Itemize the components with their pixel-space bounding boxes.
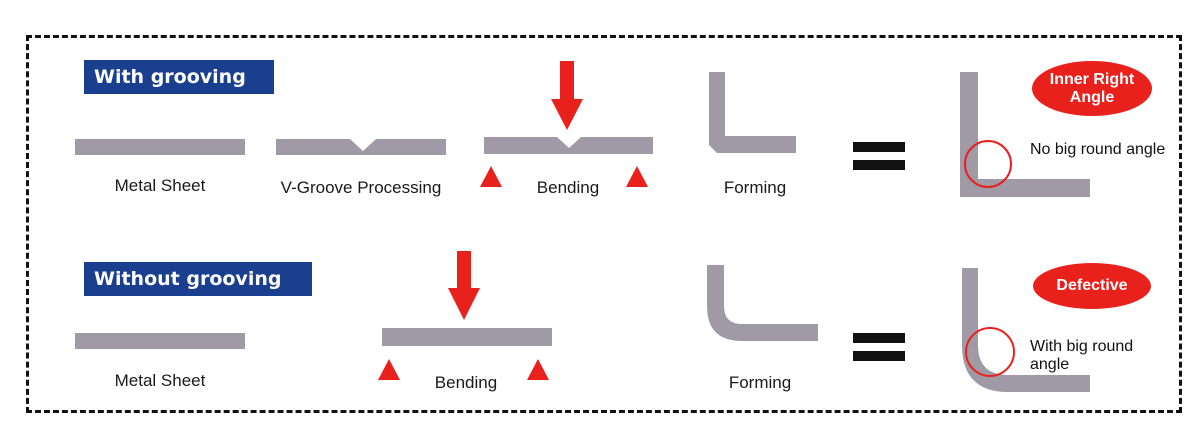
circle-highlight-icon [964,140,1012,188]
bending-label: Bending [536,178,600,197]
equals-icon [853,351,905,361]
support-triangle-icon [527,359,549,380]
metal-sheet-label: Metal Sheet [114,176,206,195]
defective-badge: Defective [1033,263,1151,309]
support-triangle-icon [626,166,648,187]
v-groove-sheet-shape [276,139,446,155]
equals-icon [853,142,905,152]
forming-label: Forming [723,178,787,197]
formed-sheet-shape [709,72,796,153]
metal-sheet-label: Metal Sheet [114,371,206,390]
equals-icon [853,160,905,170]
support-triangle-icon [480,166,502,187]
down-arrow-icon [551,61,583,130]
inner-right-angle-badge: Inner Right Angle [1032,61,1152,116]
metal-sheet-shape [75,139,245,155]
bending-sheet-shape [484,137,653,154]
forming-label: Forming [728,373,792,392]
support-triangle-icon [378,359,400,380]
metal-sheet-shape [75,333,245,349]
rounded-angle-result-shape [962,268,1090,392]
without-grooving-badge: Without grooving [84,262,312,296]
right-angle-result-shape [960,72,1090,197]
v-groove-label: V-Groove Processing [280,178,442,197]
with-grooving-badge: With grooving [84,60,274,94]
dashed-frame [26,35,1182,413]
down-arrow-icon [448,251,480,320]
no-big-round-angle-note: No big round angle [1030,141,1166,158]
circle-highlight-icon [965,327,1015,377]
bending-sheet-shape [382,328,552,346]
bending-label: Bending [434,373,498,392]
formed-sheet-shape [707,265,818,341]
with-big-round-angle-note: With big round angle [1030,338,1134,373]
equals-icon [853,333,905,343]
